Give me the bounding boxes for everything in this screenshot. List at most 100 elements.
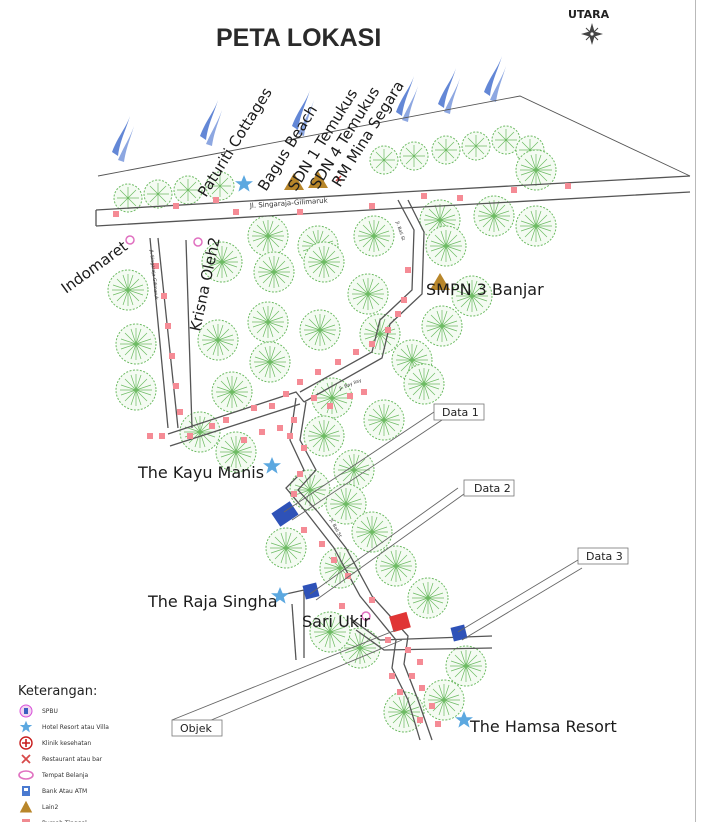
tree-icon bbox=[423, 679, 465, 721]
house-icon bbox=[251, 405, 257, 411]
house-icon bbox=[339, 603, 345, 609]
tree-icon bbox=[351, 511, 393, 553]
house-icon bbox=[173, 383, 179, 389]
house-icon bbox=[147, 433, 153, 439]
house-icon bbox=[389, 673, 395, 679]
tree-icon bbox=[347, 273, 389, 315]
house-icon bbox=[395, 311, 401, 317]
house-icon bbox=[457, 195, 463, 201]
clinic-icon bbox=[18, 736, 34, 750]
legend-item-label: Lain2 bbox=[42, 803, 59, 811]
page-edge bbox=[695, 0, 696, 822]
callout-label: Objek bbox=[180, 722, 212, 735]
house-icon bbox=[18, 816, 34, 822]
house-icon bbox=[291, 417, 297, 423]
house-icon bbox=[353, 349, 359, 355]
house-icon bbox=[435, 721, 441, 727]
house-icon bbox=[297, 379, 303, 385]
tree-icon bbox=[265, 527, 307, 569]
tree-icon bbox=[363, 399, 405, 441]
house-icon bbox=[417, 717, 423, 723]
bank-icon bbox=[18, 784, 34, 798]
house-icon bbox=[291, 491, 297, 497]
utensils-icon bbox=[18, 752, 34, 766]
house-icon bbox=[277, 425, 283, 431]
markers bbox=[125, 171, 473, 728]
house-icon bbox=[347, 393, 353, 399]
house-icon bbox=[409, 673, 415, 679]
road-label-east: Jl. Bali St bbox=[394, 220, 406, 242]
tree-icon bbox=[115, 323, 157, 365]
tree-icon bbox=[247, 301, 289, 343]
hotel-marker bbox=[263, 457, 281, 474]
tree-icon bbox=[375, 545, 417, 587]
tree-icon bbox=[107, 269, 149, 311]
callout-data-1: Data 1 bbox=[433, 403, 485, 421]
callout-label: Data 2 bbox=[474, 482, 511, 495]
house-icon bbox=[269, 403, 275, 409]
tree-icon bbox=[399, 141, 429, 171]
legend-item: Lain2 bbox=[18, 799, 188, 815]
house-icon bbox=[385, 327, 391, 333]
callout-label: Data 3 bbox=[586, 550, 623, 563]
house-icon bbox=[405, 647, 411, 653]
house-icon bbox=[401, 297, 407, 303]
house-icon bbox=[165, 323, 171, 329]
house-icon bbox=[331, 557, 337, 563]
road-label-main: Jl. Singaraja-Gilimaruk bbox=[249, 197, 329, 211]
place-label-kayu-manis: The Kayu Manis bbox=[137, 463, 264, 482]
restaurant-marker bbox=[335, 175, 342, 182]
place-label-krisna: Krisna Oleh2 bbox=[186, 235, 224, 332]
tree-icon bbox=[421, 305, 463, 347]
house-icon bbox=[417, 659, 423, 665]
house-icon bbox=[419, 685, 425, 691]
object-block bbox=[271, 501, 299, 527]
fuel-icon bbox=[18, 704, 34, 718]
house-icon bbox=[233, 209, 239, 215]
house-icon bbox=[259, 429, 265, 435]
tree-icon bbox=[445, 645, 487, 687]
legend-item-label: Klinik kesehatan bbox=[42, 739, 92, 747]
legend-item: SPBU bbox=[18, 703, 188, 719]
tree-icon bbox=[299, 309, 341, 351]
house-icon bbox=[283, 391, 289, 397]
callout-leaders bbox=[171, 411, 583, 735]
tree-icon bbox=[407, 577, 449, 619]
tree-icon bbox=[303, 241, 345, 283]
tree-icon bbox=[403, 363, 445, 405]
house-icon bbox=[385, 637, 391, 643]
tree-icon bbox=[115, 369, 157, 411]
tree-icon bbox=[211, 371, 253, 413]
house-icon bbox=[429, 703, 435, 709]
tree-icon bbox=[249, 341, 291, 383]
vegetation bbox=[107, 125, 557, 733]
house-icon bbox=[177, 409, 183, 415]
house-icon bbox=[113, 211, 119, 217]
object-block bbox=[450, 624, 468, 642]
callout-data-2: Data 2 bbox=[463, 479, 515, 497]
house-icon bbox=[301, 445, 307, 451]
tree-icon bbox=[431, 135, 461, 165]
shopping-marker bbox=[361, 611, 371, 621]
legend-item: Restaurant atau bar bbox=[18, 751, 188, 767]
tree-icon bbox=[515, 205, 557, 247]
house-icon bbox=[369, 341, 375, 347]
house-icon bbox=[315, 369, 321, 375]
place-label-smpn3: SMPN 3 Banjar bbox=[426, 280, 544, 299]
house-icon bbox=[169, 353, 175, 359]
legend-item: Tempat Belanja bbox=[18, 767, 188, 783]
tree-icon bbox=[247, 215, 289, 257]
tree-icon bbox=[383, 691, 425, 733]
place-label-hamsa: The Hamsa Resort bbox=[469, 717, 617, 736]
callout-data-3: Data 3 bbox=[577, 547, 629, 565]
shopping-marker bbox=[125, 235, 135, 245]
callout-objek: Objek bbox=[171, 719, 223, 737]
house-icon bbox=[223, 417, 229, 423]
callout-label: Data 1 bbox=[442, 406, 479, 419]
house-icon bbox=[187, 433, 193, 439]
legend-item-label: SPBU bbox=[42, 707, 58, 715]
legend-item: Hotel Resort atau Villa bbox=[18, 719, 188, 735]
house-icon bbox=[335, 359, 341, 365]
